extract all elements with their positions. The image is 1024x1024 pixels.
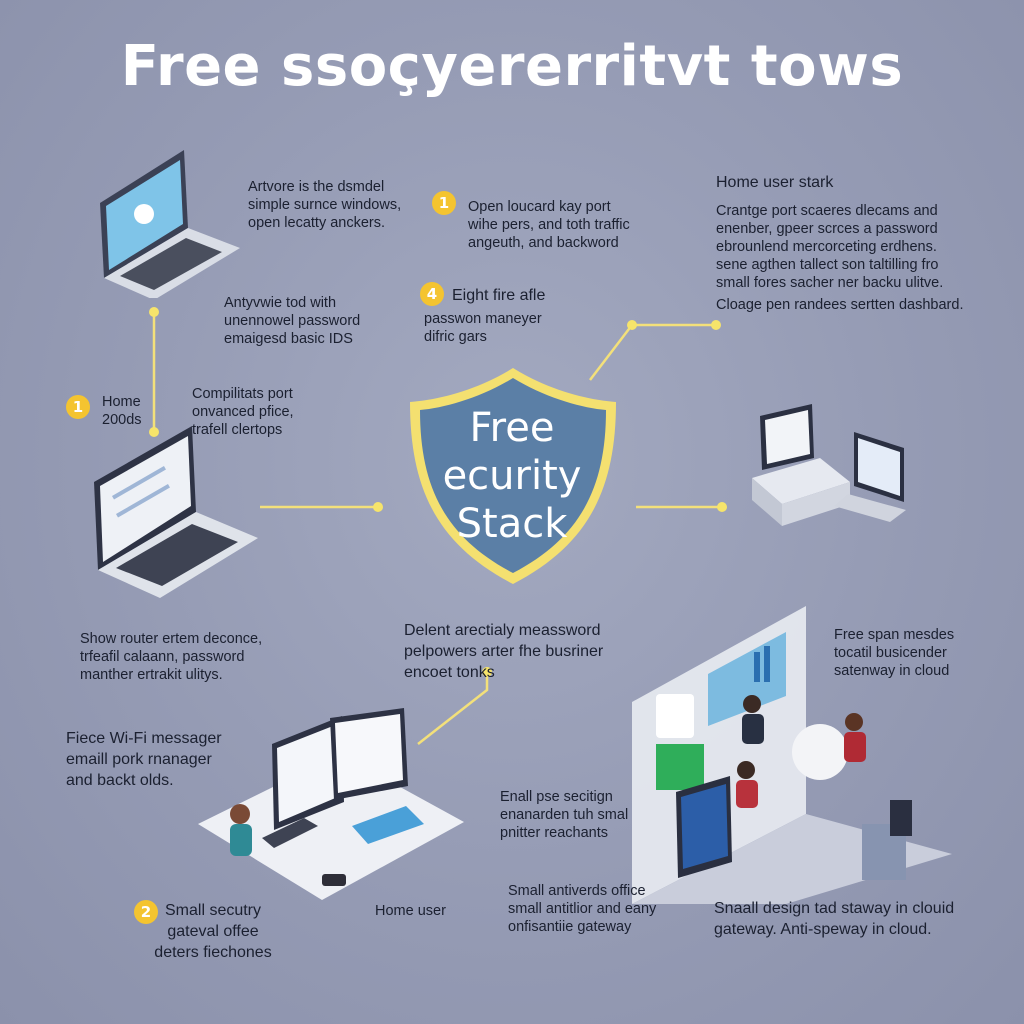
connector-dot [711, 320, 721, 330]
laptop-illustration [94, 426, 258, 598]
text-cloage: Cloage pen randees sertten dashbard. [716, 297, 964, 313]
page-title: Free ssoçyererritvt tows [120, 34, 904, 99]
step-badge: 2 [134, 900, 158, 924]
office-scene-illustration [632, 606, 952, 904]
shield-icon [410, 368, 616, 584]
step-badge: 4 [420, 282, 444, 306]
connector-dot [627, 320, 637, 330]
connector-dot [373, 502, 383, 512]
connector-dot [149, 307, 159, 317]
text-show-router: Show router ertem deconce,trfeafil calaa… [80, 631, 263, 683]
heading-home-user-stark: Home user stark [716, 174, 834, 191]
connector-dot [149, 427, 159, 437]
workstation-illustration [198, 708, 464, 900]
laptop-illustration [100, 150, 240, 298]
shield-title-line1: Free [469, 405, 555, 451]
step-badge: 1 [432, 191, 456, 215]
step-badge: 1 [66, 395, 90, 419]
shield-title-line2: ecurity [442, 453, 582, 499]
connector-dot [717, 502, 727, 512]
connector-dot [482, 667, 492, 677]
text-home-user: Home user [375, 903, 446, 919]
text-eight-fire-title: Eight fire afle [452, 287, 546, 304]
shield-title-line3: Stack [456, 501, 568, 547]
desktop-monitors-illustration [752, 404, 906, 526]
